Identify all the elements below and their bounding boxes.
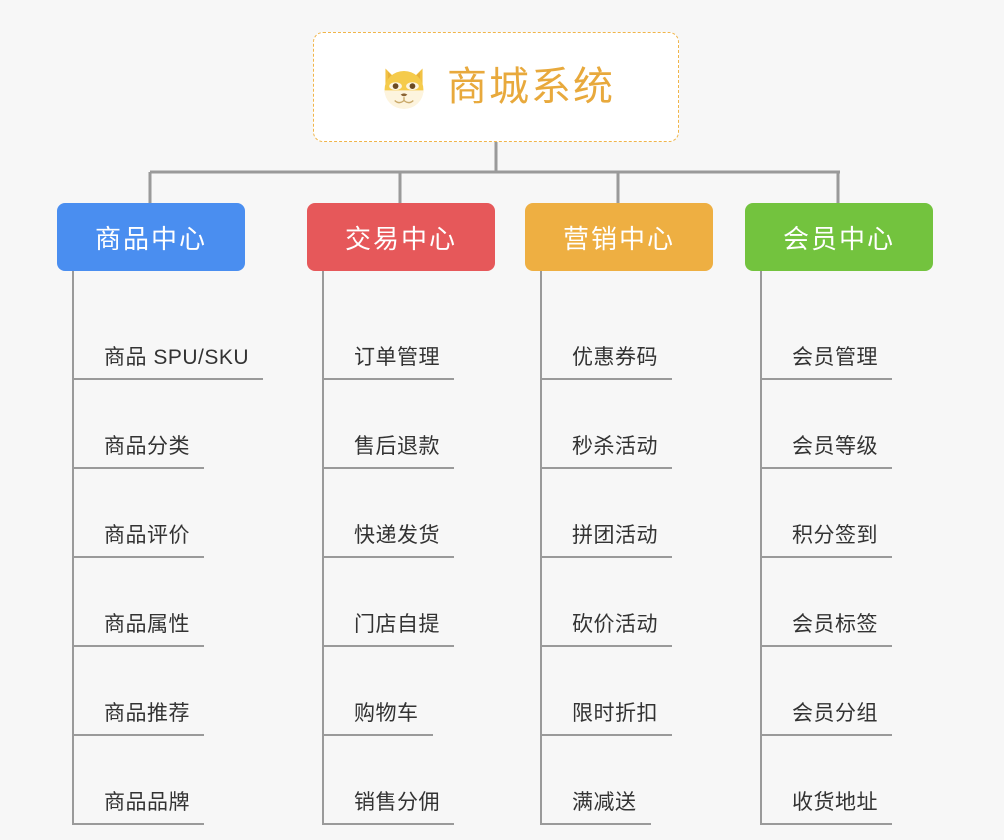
leaf-label: 购物车 [354,702,419,725]
column-marketing-center: 营销中心 优惠券码 秒杀活动 拼团活动 砍价活动 限时折扣 满减送 [525,203,713,825]
list-item[interactable]: 售后退款 [324,380,495,469]
root-node-mall-system[interactable]: 商城系统 [313,32,679,142]
list-item[interactable]: 商品分类 [74,380,245,469]
leaf-label: 商品推荐 [104,702,190,725]
category-header-trade-center[interactable]: 交易中心 [307,203,495,271]
category-title: 营销中心 [562,223,675,254]
list-item[interactable]: 满减送 [542,736,713,825]
leaf-label: 销售分佣 [354,791,440,814]
category-header-member-center[interactable]: 会员中心 [745,203,933,271]
leaf-label: 会员管理 [792,346,878,369]
branch-trade-center: 订单管理 售后退款 快递发货 门店自提 购物车 销售分佣 [322,271,495,825]
list-item[interactable]: 订单管理 [324,291,495,380]
list-item[interactable]: 优惠券码 [542,291,713,380]
column-trade-center: 交易中心 订单管理 售后退款 快递发货 门店自提 购物车 销售分佣 [307,203,495,825]
leaf-label: 优惠券码 [572,346,658,369]
leaf-label: 会员等级 [792,435,878,458]
list-item[interactable]: 秒杀活动 [542,380,713,469]
list-item[interactable]: 会员分组 [762,647,933,736]
list-item[interactable]: 限时折扣 [542,647,713,736]
branch-marketing-center: 优惠券码 秒杀活动 拼团活动 砍价活动 限时折扣 满减送 [540,271,713,825]
leaf-label: 拼团活动 [572,524,658,547]
category-title: 会员中心 [782,223,895,254]
list-item[interactable]: 商品属性 [74,558,245,647]
leaf-label: 收货地址 [792,791,878,814]
leaf-label: 商品属性 [104,613,190,636]
list-item[interactable]: 商品 SPU/SKU [74,291,264,380]
category-header-product-center[interactable]: 商品中心 [57,203,245,271]
list-item[interactable]: 商品评价 [74,469,245,558]
list-item[interactable]: 积分签到 [762,469,933,558]
list-item[interactable]: 销售分佣 [324,736,495,825]
list-item[interactable]: 会员等级 [762,380,933,469]
leaf-label: 满减送 [572,791,637,814]
category-title: 交易中心 [344,223,457,254]
list-item[interactable]: 快递发货 [324,469,495,558]
leaf-label: 商品评价 [104,524,190,547]
leaf-label: 售后退款 [354,435,440,458]
category-header-marketing-center[interactable]: 营销中心 [525,203,713,271]
list-item[interactable]: 拼团活动 [542,469,713,558]
leaf-label: 秒杀活动 [572,435,658,458]
column-product-center: 商品中心 商品 SPU/SKU 商品分类 商品评价 商品属性 商品推荐 商品品牌 [57,203,264,825]
leaf-label: 商品 SPU/SKU [104,346,250,369]
leaf-label: 订单管理 [354,346,440,369]
leaf-label: 商品品牌 [104,791,190,814]
root-title: 商城系统 [447,65,615,109]
leaf-label: 会员分组 [792,702,878,725]
leaf-label: 会员标签 [792,613,878,636]
leaf-label: 限时折扣 [572,702,658,725]
list-item[interactable]: 收货地址 [762,736,933,825]
leaf-label: 门店自提 [354,613,440,636]
branch-product-center: 商品 SPU/SKU 商品分类 商品评价 商品属性 商品推荐 商品品牌 [72,271,264,825]
list-item[interactable]: 商品品牌 [74,736,245,825]
list-item[interactable]: 门店自提 [324,558,495,647]
leaf-label: 砍价活动 [572,613,658,636]
list-item[interactable]: 购物车 [324,647,495,736]
category-title: 商品中心 [94,223,207,254]
shiba-dog-face-icon [377,60,431,114]
list-item[interactable]: 会员标签 [762,558,933,647]
leaf-label: 商品分类 [104,435,190,458]
leaf-label: 快递发货 [354,524,440,547]
column-member-center: 会员中心 会员管理 会员等级 积分签到 会员标签 会员分组 收货地址 [745,203,933,825]
leaf-label: 积分签到 [792,524,878,547]
list-item[interactable]: 商品推荐 [74,647,245,736]
list-item[interactable]: 砍价活动 [542,558,713,647]
list-item[interactable]: 会员管理 [762,291,933,380]
branch-member-center: 会员管理 会员等级 积分签到 会员标签 会员分组 收货地址 [760,271,933,825]
